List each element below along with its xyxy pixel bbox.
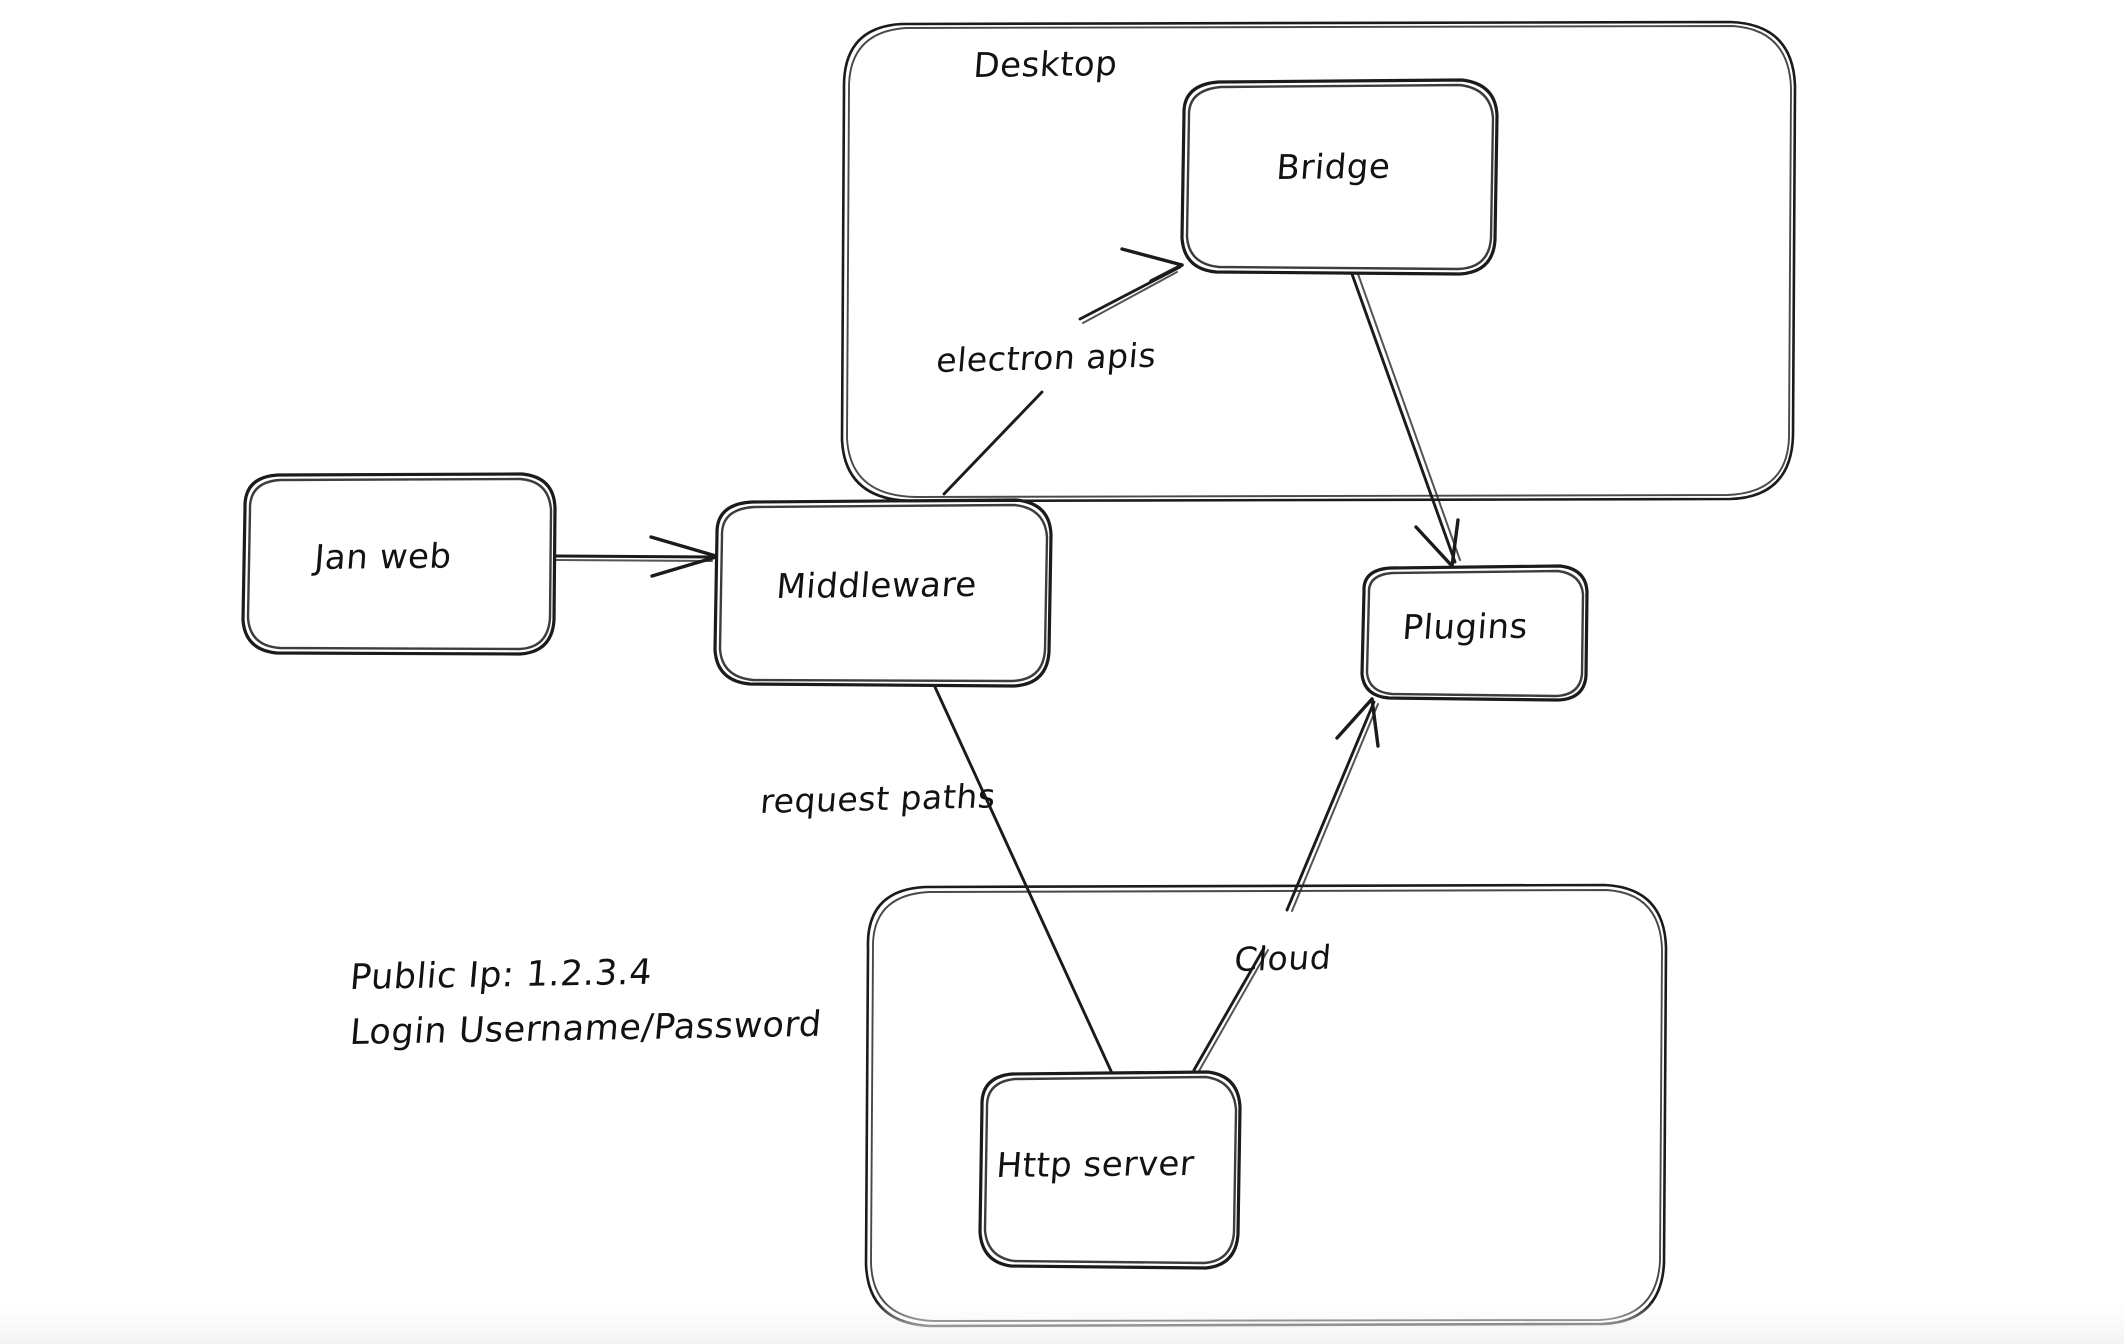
note-login-credentials: Login Username/Password [348, 1004, 824, 1053]
node-label-plugins: Plugins [1400, 606, 1530, 648]
node-http-server-outline[interactable] [978, 1070, 1242, 1270]
edge-jan-web-to-middleware [554, 535, 718, 578]
edge-label-electron-apis: electron apis [934, 335, 1158, 380]
node-plugins-outline[interactable] [1360, 564, 1589, 702]
node-label-bridge: Bridge [1274, 146, 1392, 188]
edge-http-server-to-plugins [1192, 697, 1380, 1072]
edge-label-cloud: Cloud [1232, 937, 1333, 979]
edge-middleware-to-http-server [933, 685, 1113, 1073]
node-bridge-outline[interactable] [1180, 78, 1499, 276]
node-label-middleware: Middleware [774, 564, 979, 607]
edge-middleware-to-bridge [942, 247, 1184, 496]
group-label-desktop: Desktop [972, 43, 1119, 86]
edge-bridge-to-plugins [1350, 272, 1461, 568]
note-public-ip: Public Ip: 1.2.3.4 [348, 952, 654, 998]
note-block: Public Ip: 1.2.3.4 Login Username/Passwo… [348, 953, 823, 1053]
node-label-jan-web: Jan web [312, 536, 454, 578]
node-jan-web-outline[interactable] [241, 472, 557, 656]
edge-label-request-paths: request paths [758, 776, 998, 821]
node-label-http-server: Http server [994, 1143, 1196, 1186]
node-middleware-outline[interactable] [713, 498, 1053, 688]
group-desktop-outline [840, 20, 1797, 503]
